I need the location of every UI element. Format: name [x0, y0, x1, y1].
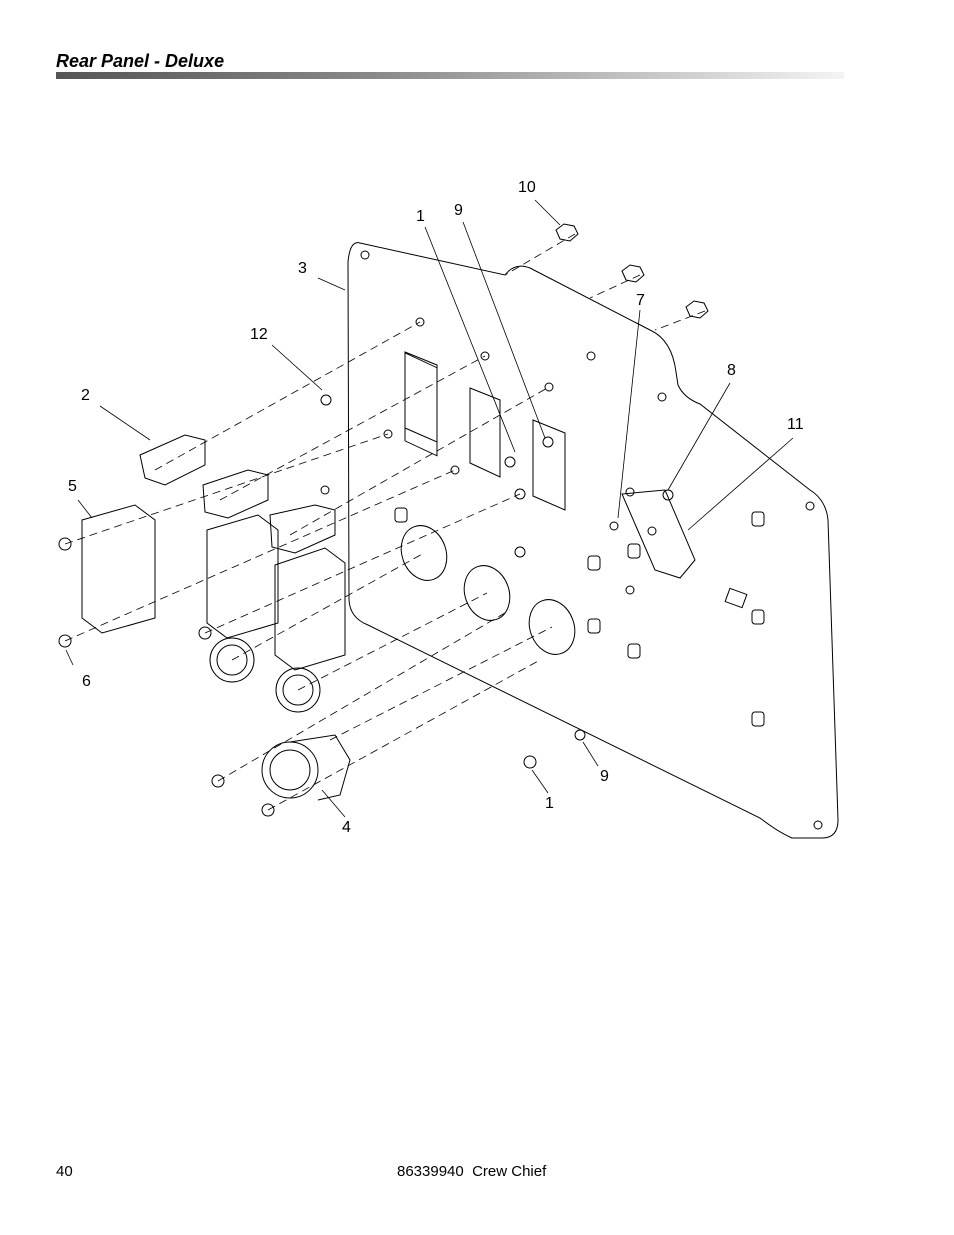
- twist-lock-receptacles: [209, 637, 351, 801]
- callout-4: 4: [342, 819, 351, 836]
- callout-12: 12: [250, 326, 268, 343]
- assembly-lines: [64, 233, 706, 811]
- callout-1-bottom: 1: [545, 795, 554, 812]
- callout-leaders: [65, 199, 794, 818]
- callout-2: 2: [81, 387, 90, 404]
- callout-7: 7: [636, 292, 645, 309]
- rear-panel-outline: [347, 242, 839, 839]
- callout-5: 5: [68, 478, 77, 495]
- screws: [58, 394, 674, 817]
- page-title: Rear Panel - Deluxe: [56, 51, 225, 71]
- callout-9-bottom: 9: [600, 768, 609, 785]
- hex-nuts: [555, 223, 709, 319]
- callout-11: 11: [787, 416, 804, 433]
- panel-studs: [394, 507, 765, 727]
- mounting-bracket: [621, 489, 696, 579]
- duplex-receptacles: [81, 504, 346, 671]
- receptacle-cutouts: [400, 525, 576, 655]
- callout-3: 3: [298, 260, 307, 277]
- callout-9-top: 9: [454, 202, 463, 219]
- callout-10: 10: [518, 179, 536, 196]
- panel-mount-holes: [320, 250, 823, 830]
- callout-1-top: 1: [416, 208, 425, 225]
- callout-6: 6: [82, 673, 91, 690]
- document-id: 86339940 Crew Chief: [397, 1163, 547, 1180]
- switch-slots: [404, 351, 748, 609]
- circuit-breakers: [139, 434, 336, 554]
- callout-8: 8: [727, 362, 736, 379]
- title-underline: [56, 72, 844, 79]
- page-number: 40: [56, 1163, 73, 1180]
